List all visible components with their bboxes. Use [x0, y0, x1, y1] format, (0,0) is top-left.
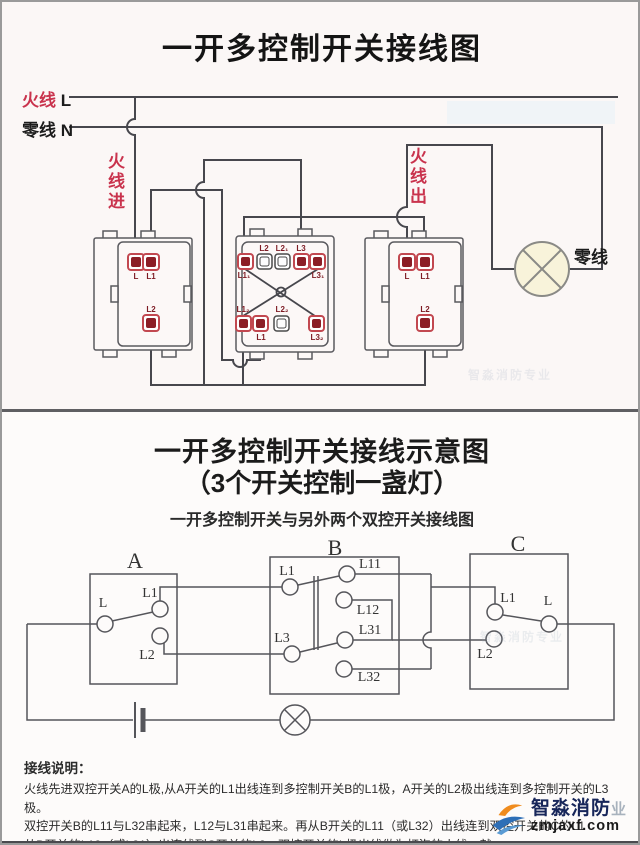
- bottom-subtitle: 一开多控制开关与另外两个双控开关接线图: [169, 512, 474, 529]
- live-drop-wire: [126, 96, 136, 255]
- switch-b-name: B: [327, 535, 343, 560]
- neutral-letter: N: [60, 121, 74, 140]
- a-l1-to-b: [159, 586, 282, 601]
- b-l11-label: L11: [358, 557, 382, 572]
- terminal-label: L1₂: [236, 305, 250, 314]
- c-l2-label: L2: [477, 647, 493, 662]
- terminal-label: L: [133, 272, 139, 281]
- bottom-border: [2, 841, 638, 843]
- a-l2-label: L2: [139, 648, 155, 663]
- neutral-bus-wire: [69, 126, 603, 270]
- lever-link: [313, 576, 319, 650]
- notes-line3: 从B开关的L12（或L31）出连线到C开关的L2，双控开关的L极出线做为灯泡的火…: [24, 837, 492, 845]
- live-in-label: 火线进: [105, 152, 124, 212]
- a-l1-label: L1: [142, 586, 158, 601]
- terminal-label: L2: [420, 305, 430, 314]
- brand-logo-icon: [492, 804, 526, 836]
- terminal-label: L1: [146, 272, 156, 281]
- to-c-l1: [431, 586, 496, 604]
- bottom-title-line2: （3个开关控制一盏灯）: [184, 468, 460, 498]
- notes-line1: 火线先进双控开关A的L极,从A开关的L1出线连到多控制开关B的L1极，A开关的L…: [24, 782, 609, 815]
- a-l-label: L: [98, 596, 108, 611]
- terminal-label: L3: [296, 244, 306, 253]
- b-l3-label: L3: [274, 631, 290, 646]
- b-bracket-wire: [352, 599, 393, 641]
- terminal-label: L1₁: [237, 271, 251, 280]
- rect-top-wire: [203, 159, 302, 255]
- live-bus-label: 火线 L: [22, 86, 71, 111]
- c-l1-label: L1: [500, 591, 516, 606]
- logo-wave-shape: [492, 816, 526, 831]
- panel-divider: [2, 409, 638, 412]
- live-out-label: 火线出: [407, 147, 426, 207]
- switch-right-terminals: [398, 253, 434, 332]
- box-c: [469, 553, 569, 690]
- notes-heading: 接线说明：: [24, 761, 92, 776]
- switch-middle-cross-wires: [242, 268, 319, 317]
- c-l-to-lamp: [310, 623, 615, 721]
- terminal-label: L1: [256, 333, 266, 342]
- terminal-label: L3₂: [310, 333, 324, 342]
- switch-a-name: A: [127, 548, 143, 573]
- b-series-riser: [422, 574, 432, 669]
- terminal-label: L2₂: [275, 305, 289, 314]
- b-l1-label: L1: [279, 564, 295, 579]
- switch-right-frame: [364, 230, 464, 358]
- lamp-top: [514, 241, 570, 297]
- terminal-label: L1: [420, 272, 430, 281]
- brand-logo: 智淼消防业 zmjaxf.com: [489, 797, 638, 836]
- live-word: 火线: [22, 91, 56, 110]
- logo-wave-shape2: [496, 825, 524, 836]
- c-l-label: L: [543, 594, 553, 609]
- rect-left-riser-wire: [195, 159, 205, 386]
- switch-middle-terminals: [235, 253, 326, 332]
- brand-name-tail: 业: [611, 800, 628, 818]
- lever-a: [111, 611, 154, 622]
- bottom-panel-background: [2, 412, 638, 843]
- neutral-word: 零线: [22, 121, 56, 140]
- top-title: 一开多控制开关接线图: [162, 33, 482, 66]
- source-left-wire: [26, 624, 133, 721]
- b-l12-label: L12: [356, 603, 380, 618]
- live-out-wire: [396, 144, 516, 270]
- switch-left-frame: [93, 230, 193, 358]
- left-l1-loop-wire: [150, 189, 261, 368]
- lamp-bottom: [279, 704, 311, 736]
- box-b: [269, 556, 400, 695]
- a-l2-to-b: [163, 643, 284, 655]
- lamp-bottom-cross: [283, 708, 307, 732]
- terminal-label: L2: [146, 305, 156, 314]
- brand-name: 智淼消防: [531, 797, 612, 819]
- switch-c-name: C: [510, 531, 526, 556]
- b-l32-label: L32: [357, 670, 381, 685]
- logo-flame-shape: [498, 804, 523, 817]
- terminal-label: L: [404, 272, 410, 281]
- b-l31-label: L31: [358, 623, 382, 638]
- switch-left-terminals: [127, 253, 160, 332]
- live-letter: L: [60, 91, 72, 110]
- brand-domain: zmjaxf.com: [531, 818, 620, 835]
- wiring-notes: 接线说明： 火线先进双控开关A的L极,从A开关的L1出线连到多控制开关B的L1极…: [24, 757, 630, 845]
- bottom-title-line1: 一开多控制开关接线示意图: [154, 437, 490, 467]
- bottom-link-wire: [150, 331, 426, 386]
- lever-c: [502, 614, 542, 622]
- notes-line2: 双控开关B的L11与L32串起来，L12与L31串起来。再从B开关的L11（或L…: [24, 819, 585, 833]
- terminal-label: L3₁: [311, 271, 325, 280]
- box-a: [89, 573, 178, 685]
- lamp-neutral-label: 零线: [574, 248, 608, 267]
- neutral-bus-label: 零线 N: [22, 116, 73, 141]
- terminal-label: L2: [259, 244, 269, 253]
- schematic: [26, 553, 615, 738]
- watermark-band: [447, 101, 615, 124]
- terminal-label: L2₁: [275, 244, 289, 253]
